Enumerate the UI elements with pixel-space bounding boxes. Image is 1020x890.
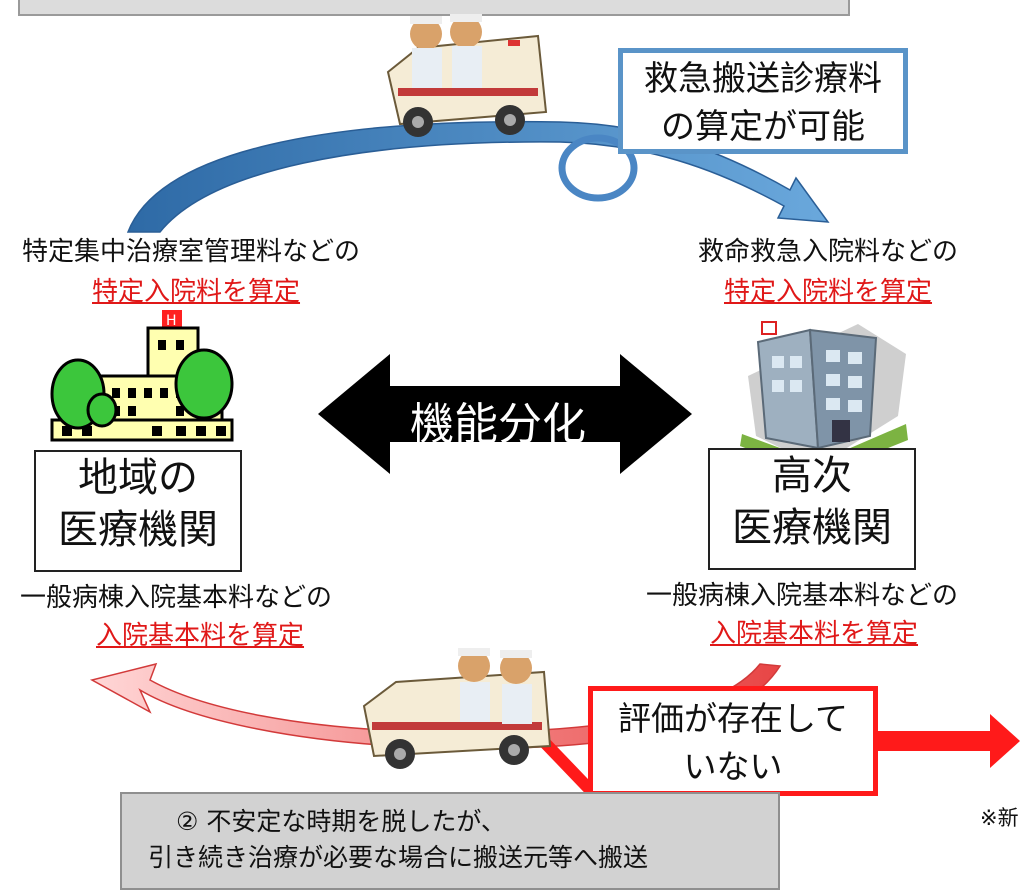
callout-line-1: 救急搬送診療料 (644, 59, 882, 99)
scenario-2-line-1: ② 不安定な時期を脱したが、 (176, 807, 506, 836)
right-specific-caption: 救命救急入院料などの (698, 237, 959, 267)
center-double-arrow (318, 354, 692, 474)
callout-line-2: の算定が可能 (661, 107, 865, 147)
right-basic-caption: 一般病棟入院基本料などの (646, 581, 959, 611)
footnote-mark: ※新 (980, 806, 1019, 830)
advanced-hospital-name-1: 高次 (772, 453, 852, 499)
ambulance-top-icon (386, 14, 548, 137)
local-hospital-icon: H (50, 310, 234, 442)
left-specific-caption: 特定集中治療室管理料などの (22, 237, 361, 267)
scenario-2-line-2: 引き続き治療が必要な場合に搬送元等へ搬送 (148, 843, 649, 872)
top-text-box (18, 0, 850, 16)
advanced-hospital-box: 高次 医療機関 (708, 448, 916, 570)
left-specific-link: 特定入院料を算定 (92, 277, 301, 307)
advanced-hospital-name-2: 医療機関 (732, 505, 892, 551)
blue-circle-marker (558, 134, 638, 202)
emergency-fee-callout: 救急搬送診療料 の算定が可能 (618, 48, 908, 154)
right-basic-link: 入院基本料を算定 (710, 619, 919, 649)
local-hospital-box: 地域の 医療機関 (34, 450, 242, 572)
left-basic-caption: 一般病棟入院基本料などの (20, 583, 333, 613)
right-specific-link: 特定入院料を算定 (724, 277, 933, 307)
ambulance-bottom-icon (362, 648, 552, 769)
no-eval-line-1: 評価が存在して (617, 699, 848, 738)
local-hospital-name-1: 地域の (78, 455, 198, 501)
no-eval-line-2: いない (683, 747, 783, 786)
no-evaluation-callout: 評価が存在して いない (588, 686, 878, 796)
left-basic-link: 入院基本料を算定 (96, 621, 305, 651)
scenario-2-box: ② 不安定な時期を脱したが、 引き続き治療が必要な場合に搬送元等へ搬送 (120, 792, 780, 890)
svg-text:H: H (166, 313, 177, 329)
function-division-label: 機能分化 (410, 399, 586, 450)
red-right-arrow (876, 714, 1020, 768)
local-hospital-name-2: 医療機関 (58, 507, 218, 553)
